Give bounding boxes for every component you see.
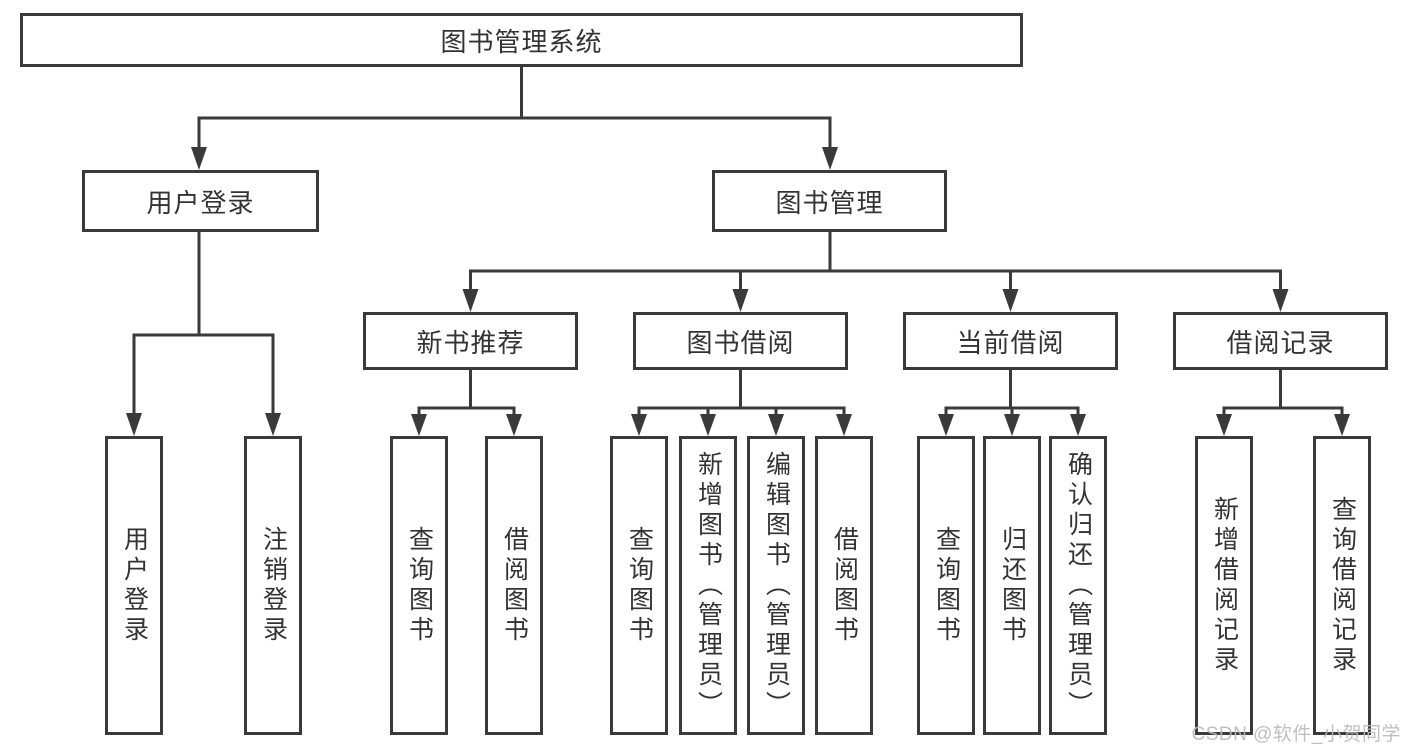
arrowhead <box>462 289 479 312</box>
arrowhead <box>822 147 838 170</box>
arrowhead <box>411 414 427 436</box>
arrowhead <box>631 414 647 436</box>
leaf-borrow-add-book-admin: 新增图书（管理员） <box>679 436 737 735</box>
arrowhead <box>700 414 716 436</box>
leaf-current-query-books: 查询图书 <box>917 436 975 735</box>
arrowhead <box>1272 289 1289 312</box>
leaf-borrow-borrow-books: 借阅图书 <box>815 436 873 735</box>
node-user-login: 用户登录 <box>82 170 319 232</box>
connector-records-children <box>1216 368 1350 436</box>
leaf-borrow-query-books: 查询图书 <box>610 436 668 735</box>
node-library-system: 图书管理系统 <box>20 13 1023 67</box>
leaf-rec-borrow-books: 借阅图书 <box>485 436 543 735</box>
leaf-user-login: 用户登录 <box>105 436 163 735</box>
node-book-management: 图书管理 <box>712 170 947 232</box>
node-new-book-recommendation: 新书推荐 <box>363 312 578 370</box>
arrowhead <box>126 413 142 436</box>
connector-borrowing-children <box>631 368 852 436</box>
leaf-current-confirm-return-admin: 确认归还（管理员） <box>1049 436 1107 735</box>
arrowhead <box>1004 414 1020 436</box>
arrowhead <box>1216 414 1232 436</box>
leaf-records-query-record: 查询借阅记录 <box>1313 436 1371 735</box>
connector-root-to-level2 <box>191 65 838 170</box>
connector-current-children <box>938 368 1086 436</box>
arrowhead <box>768 414 784 436</box>
arrowhead <box>1070 414 1086 436</box>
leaf-records-add-record: 新增借阅记录 <box>1195 436 1253 735</box>
connector-recommendation-children <box>411 368 522 436</box>
node-borrowing-records: 借阅记录 <box>1173 312 1388 370</box>
arrowhead <box>1002 289 1019 312</box>
leaf-current-return-books: 归还图书 <box>983 436 1041 735</box>
connector-book-management-children <box>462 230 1289 312</box>
leaf-borrow-edit-book-admin: 编辑图书（管理员） <box>747 436 805 735</box>
arrowhead <box>1334 414 1350 436</box>
csdn-watermark: CSDN @软件_小贺同学 <box>1191 724 1401 745</box>
arrowhead <box>506 414 522 436</box>
connector-user-login-children <box>126 230 281 436</box>
node-book-borrowing: 图书借阅 <box>633 312 848 370</box>
leaf-rec-query-books: 查询图书 <box>390 436 448 735</box>
node-current-borrowing: 当前借阅 <box>903 312 1118 370</box>
arrowhead <box>938 414 954 436</box>
arrowhead <box>836 414 852 436</box>
leaf-logout: 注销登录 <box>244 436 302 735</box>
arrowhead <box>191 147 207 170</box>
arrowhead <box>265 413 281 436</box>
arrowhead <box>732 289 749 312</box>
